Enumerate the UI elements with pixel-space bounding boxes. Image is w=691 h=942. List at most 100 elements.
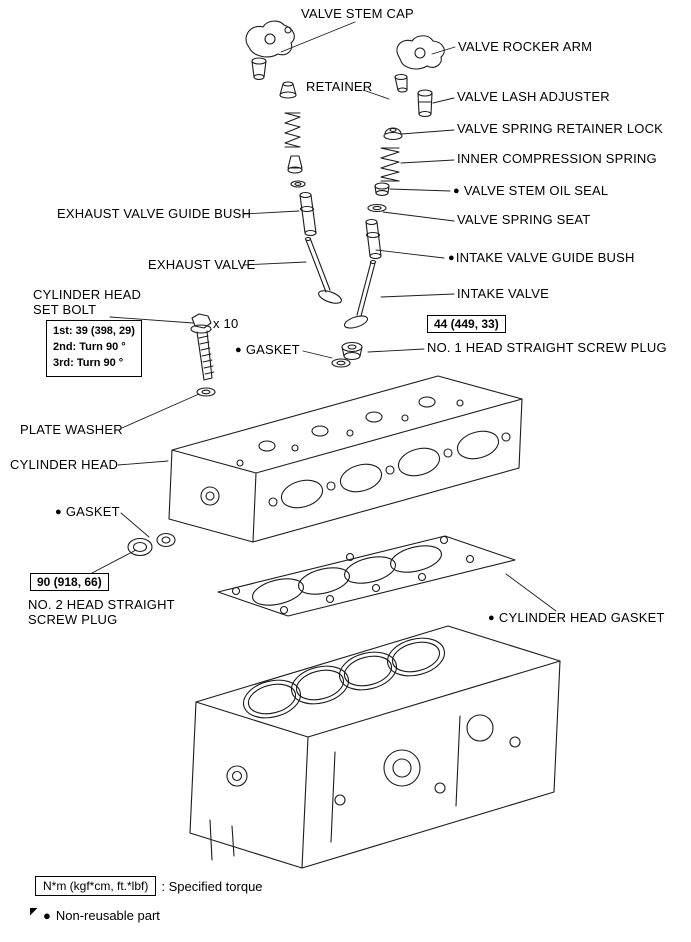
leader-intake-valve [380, 293, 455, 298]
leader-inner-compression-spring [400, 159, 455, 164]
valve-stem-oil-seal-art [374, 182, 390, 196]
label-cylinder-head-set-bolt-line1: CYLINDER HEAD [33, 287, 141, 302]
label-intake-valve-guide-bush-text: INTAKE VALVE GUIDE BUSH [455, 250, 635, 265]
label-valve-spring-retainer-lock: VALVE SPRING RETAINER LOCK [457, 121, 664, 136]
leader-cylinder-head-gasket [505, 573, 557, 612]
leader-plate-washer [121, 393, 200, 429]
engine-block-art [189, 625, 561, 869]
leader-valve-spring-seat [382, 211, 455, 222]
leader-lines [91, 21, 557, 612]
valve-rocker-arm-left-art [245, 20, 295, 58]
label-no2-plug-text1: NO. 2 HEAD STRAIGHT [28, 597, 175, 612]
leader-cylinder-head [117, 460, 169, 466]
leader-cylinder-head-set-bolt [109, 316, 194, 324]
non-reusable-dot: ● [448, 251, 455, 264]
label-valve-stem-cap-text: VALVE STEM CAP [301, 6, 414, 21]
legend-specified-torque: N*m (kgf*cm, ft.*lbf) : Specified torque [35, 876, 263, 896]
label-plate-washer: PLATE WASHER [20, 422, 123, 437]
torque-step-1: 1st: 39 (398, 29) [53, 325, 135, 337]
label-intake-valve-guide-bush: ● INTAKE VALVE GUIDE BUSH [448, 250, 635, 265]
leader-valve-stem-cap [280, 21, 356, 53]
valve-stem-cap-art [251, 57, 267, 80]
retainer-left-art [279, 81, 297, 99]
gasket-2-art [127, 537, 153, 557]
label-valve-stem-oil-seal: ● VALVE STEM OIL SEAL [453, 183, 609, 198]
label-exhaust-valve-text: EXHAUST VALVE [148, 257, 256, 272]
cylinder-head-art [168, 375, 523, 543]
label-cylinder-head-set-bolt-text2: SET BOLT [33, 302, 97, 317]
non-reusable-dot: ● [488, 611, 495, 624]
torque-step-2: 2nd: Turn 90 ° [53, 340, 126, 353]
label-valve-lash-adjuster-text: VALVE LASH ADJUSTER [457, 89, 610, 104]
label-gasket-1: ● GASKET [235, 342, 300, 357]
leader-intake-valve-guide-bush [375, 249, 445, 259]
bolt-count-text: x 10 [213, 316, 239, 331]
leader-valve-rocker-arm [431, 46, 456, 55]
label-valve-lash-adjuster: VALVE LASH ADJUSTER [457, 89, 610, 104]
label-valve-spring-seat: VALVE SPRING SEAT [457, 212, 591, 227]
non-reusable-flag-icon [30, 907, 38, 916]
label-valve-stem-cap: VALVE STEM CAP [301, 6, 414, 21]
label-cylinder-head-gasket: ● CYLINDER HEAD GASKET [488, 610, 665, 625]
label-cylinder-head-text: CYLINDER HEAD [10, 457, 119, 472]
leader-valve-lash-adjuster [432, 97, 455, 104]
label-no1-head-straight-screw-plug: NO. 1 HEAD STRAIGHT SCREW PLUG [427, 340, 667, 355]
label-cylinder-head-gasket-text: CYLINDER HEAD GASKET [498, 610, 665, 625]
label-exhaust-valve-guide-bush-text: EXHAUST VALVE GUIDE BUSH [57, 206, 252, 221]
label-cylinder-head: CYLINDER HEAD [10, 457, 119, 472]
exhaust-valve-spring-art [284, 112, 301, 148]
no1-head-straight-screw-plug-art [341, 341, 363, 361]
valve-rocker-arm-right-art [396, 35, 445, 70]
leader-exhaust-valve [242, 261, 307, 266]
leader-gasket-1 [302, 350, 333, 359]
inner-compression-spring-art [380, 147, 400, 182]
label-valve-spring-retainer-lock-text: VALVE SPRING RETAINER LOCK [457, 121, 664, 136]
valve-spring-retainer-lock-art [383, 127, 403, 141]
legend-torque-meaning: : Specified torque [161, 878, 263, 894]
label-intake-valve-text: INTAKE VALVE [457, 286, 549, 301]
no2-plug-torque-value: 90 (918, 66) [37, 575, 102, 589]
leader-no1-screw-plug [367, 348, 425, 353]
label-plate-washer-text: PLATE WASHER [20, 422, 123, 437]
label-valve-spring-seat-text: VALVE SPRING SEAT [457, 212, 591, 227]
cylinder-head-set-bolt-art [190, 313, 215, 381]
label-exhaust-valve-guide-bush: EXHAUST VALVE GUIDE BUSH [57, 206, 252, 221]
label-no2-head-straight-screw-plug-line1: NO. 2 HEAD STRAIGHT [28, 597, 175, 612]
non-reusable-dot: ● [453, 184, 460, 197]
leader-valve-stem-oil-seal [389, 188, 451, 192]
label-retainer-text: RETAINER [306, 79, 373, 94]
no1-plug-torque-box: 44 (449, 33) [427, 315, 506, 333]
valve-stem-cap-right-art [394, 73, 408, 93]
set-bolt-torque-spec-box: 1st: 39 (398, 29) 2nd: Turn 90 ° 3rd: Tu… [46, 320, 142, 377]
exhaust-valve-art [304, 236, 342, 304]
non-reusable-dot: ● [55, 505, 62, 518]
intake-valve-guide-bush-art [365, 218, 382, 260]
leader-retainer [362, 89, 390, 100]
valve-lash-adjuster-art [417, 89, 433, 118]
legend-torque-units-box: N*m (kgf*cm, ft.*lbf) [35, 876, 157, 896]
label-gasket-1-text: GASKET [245, 342, 300, 357]
label-inner-compression-spring: INNER COMPRESSION SPRING [457, 151, 657, 166]
label-intake-valve: INTAKE VALVE [457, 286, 549, 301]
gasket-1-art [331, 358, 351, 368]
label-cylinder-head-set-bolt-line2: SET BOLT [33, 302, 97, 317]
label-valve-stem-oil-seal-text: VALVE STEM OIL SEAL [463, 183, 609, 198]
no1-plug-torque-value: 44 (449, 33) [434, 317, 499, 331]
non-reusable-dot: ● [43, 908, 51, 923]
no2-head-straight-screw-plug-art [156, 532, 176, 548]
seal-ring-left-art [290, 180, 306, 188]
label-no2-plug-text2: SCREW PLUG [28, 612, 118, 627]
label-gasket-2-text: GASKET [65, 504, 120, 519]
label-retainer: RETAINER [306, 79, 373, 94]
retainer-lock-left-art [287, 155, 303, 174]
legend-non-reusable-meaning: Non-reusable part [55, 908, 160, 923]
exhaust-valve-guide-bush-art [299, 191, 317, 237]
label-exhaust-valve: EXHAUST VALVE [148, 257, 256, 272]
leader-valve-spring-retainer-lock [400, 129, 455, 135]
leader-gasket-2 [120, 512, 150, 538]
intake-valve-art [343, 259, 377, 329]
leader-no2-screw-plug [91, 549, 137, 574]
no2-plug-torque-box: 90 (918, 66) [30, 573, 109, 591]
